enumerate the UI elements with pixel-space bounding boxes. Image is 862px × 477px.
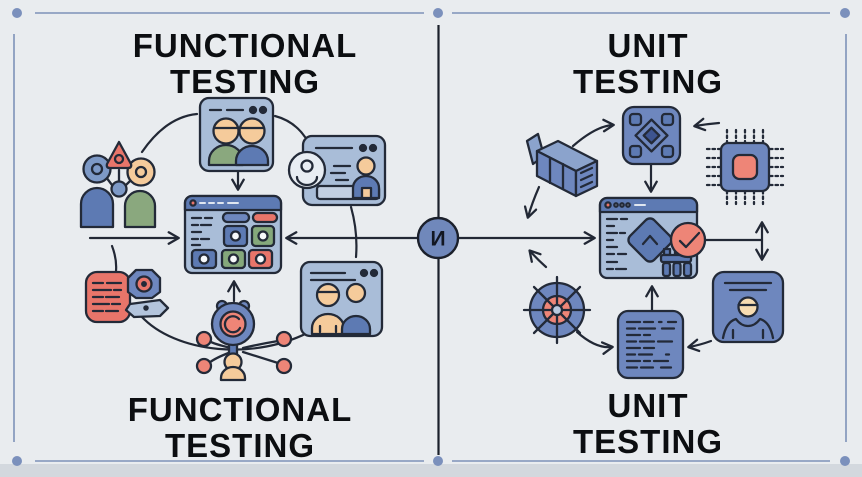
left-title-top: FUNCTIONAL TESTING	[95, 28, 395, 100]
code-block-icon	[616, 309, 685, 380]
right-title-bottom-line2: TESTING	[572, 423, 723, 460]
left-title-top-line1: FUNCTIONAL	[132, 27, 358, 64]
right-title-top-line1: UNIT	[607, 27, 689, 64]
support-agent-window-icon	[287, 134, 387, 207]
connector-label: И	[430, 228, 445, 251]
center-connector: И	[416, 216, 460, 260]
team-alert-icon	[79, 140, 157, 229]
frame-dots	[12, 8, 850, 466]
stacked-blocks-icon	[525, 132, 599, 198]
frame-border	[13, 12, 847, 462]
left-title-bottom-line1: FUNCTIONAL	[127, 391, 353, 428]
video-call-window-icon	[198, 96, 275, 173]
app-dashboard-window-icon	[183, 194, 283, 275]
right-connectors	[456, 117, 769, 355]
right-title-bottom: UNIT TESTING	[498, 388, 798, 460]
timer-team-icon	[195, 299, 293, 382]
cpu-chip-icon	[705, 128, 785, 206]
developer-card-icon	[711, 270, 785, 344]
right-title-bottom-line1: UNIT	[607, 387, 689, 424]
module-grid-icon	[621, 105, 682, 166]
gear-wheel-icon	[522, 275, 592, 345]
bottom-band	[0, 464, 862, 477]
code-review-window-icon	[598, 196, 707, 280]
report-camera-icon	[84, 268, 170, 324]
users-window-icon	[299, 260, 384, 338]
left-title-bottom: FUNCTIONAL TESTING	[90, 392, 390, 464]
right-title-top: UNIT TESTING	[498, 28, 798, 100]
left-title-top-line2: TESTING	[169, 63, 320, 100]
left-title-bottom-line2: TESTING	[164, 427, 315, 464]
right-title-top-line2: TESTING	[572, 63, 723, 100]
